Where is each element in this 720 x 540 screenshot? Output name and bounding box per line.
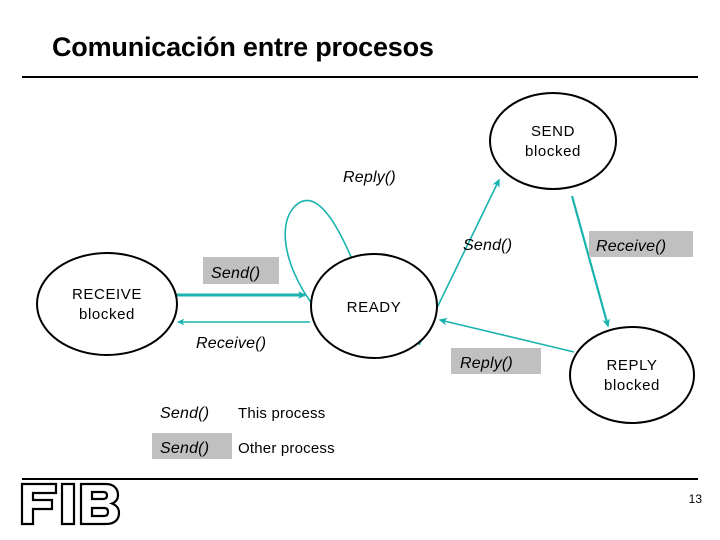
edge-label-ready-self-reply: Reply(): [343, 169, 396, 186]
node-receive-blocked[interactable]: RECEIVE blocked: [36, 252, 178, 356]
edge-label-send-to-reply: Receive(): [589, 231, 693, 257]
node-ready[interactable]: READY: [310, 253, 438, 359]
svg-text:Reply(): Reply(): [460, 355, 513, 372]
edge-reply-to-ready: [438, 317, 575, 353]
legend-item-this-process: Send() This process: [160, 405, 325, 422]
svg-text:This process: This process: [238, 405, 325, 422]
node-reply-line1: REPLY: [606, 357, 657, 374]
svg-text:Send(): Send(): [211, 265, 260, 282]
node-send-blocked[interactable]: SEND blocked: [489, 92, 617, 190]
page-title: Comunicación entre procesos: [52, 32, 434, 62]
legend-item-other-process: Send() Other process: [152, 433, 335, 459]
node-send-line1: SEND: [531, 123, 575, 140]
page-number: 13: [688, 492, 702, 506]
edge-send-to-reply: [570, 195, 610, 328]
footer-divider: [22, 478, 698, 480]
title-divider: [22, 76, 698, 78]
node-send-line2: blocked: [525, 143, 581, 160]
node-reply-blocked[interactable]: REPLY blocked: [569, 326, 695, 424]
svg-text:Send(): Send(): [160, 405, 209, 422]
fib-logo: [18, 480, 138, 528]
svg-text:Other process: Other process: [238, 440, 335, 457]
ipc-state-diagram: SEND blocked RECEIVE blocked READY REPLY…: [0, 84, 720, 464]
edge-label-ready-to-receive: Receive(): [196, 335, 266, 352]
edge-label-ready-to-send: Send(): [463, 237, 512, 254]
node-receive-line2: blocked: [79, 306, 135, 323]
svg-text:Receive(): Receive(): [196, 335, 266, 352]
node-reply-line2: blocked: [604, 377, 660, 394]
svg-text:Send(): Send(): [463, 237, 512, 254]
svg-text:Receive(): Receive(): [596, 238, 666, 255]
svg-text:Reply(): Reply(): [343, 169, 396, 186]
svg-text:Send(): Send(): [160, 440, 209, 457]
node-ready-line1: READY: [347, 299, 402, 316]
edge-label-receive-to-ready: Send(): [203, 257, 279, 284]
edge-label-reply-to-ready: Reply(): [451, 348, 541, 374]
node-receive-line1: RECEIVE: [72, 286, 142, 303]
